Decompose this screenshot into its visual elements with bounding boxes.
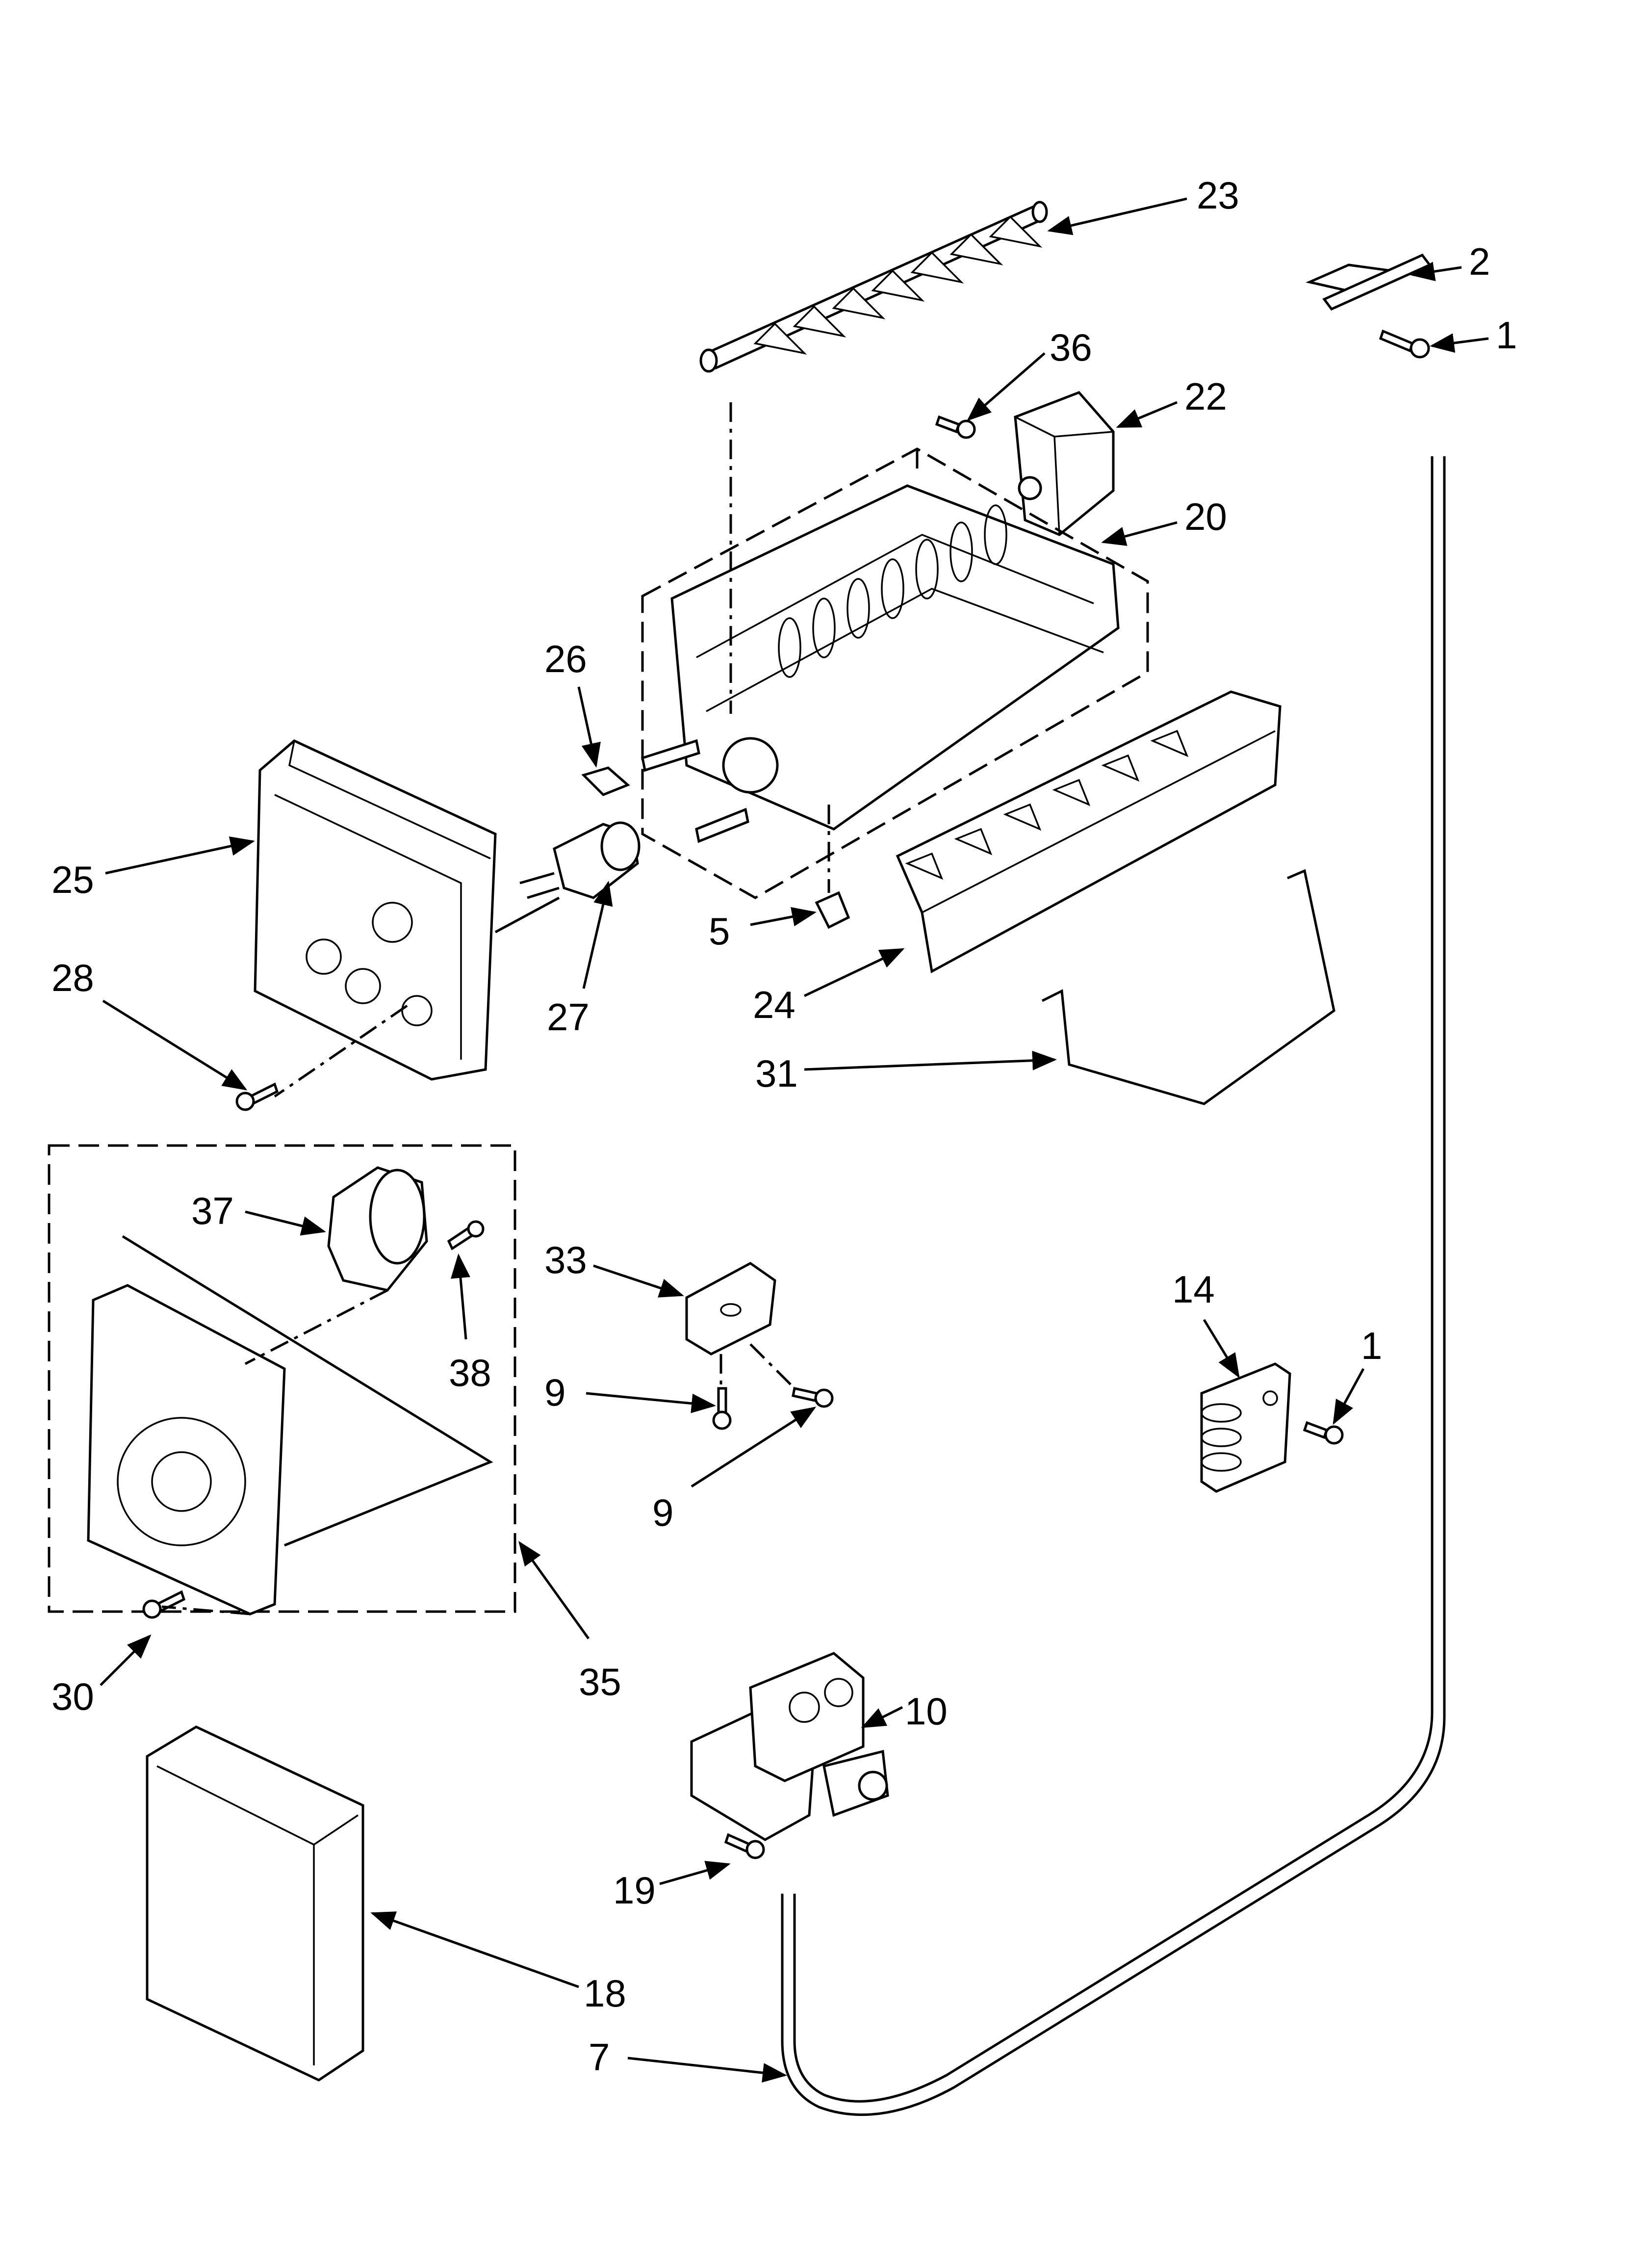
- screw-part: [447, 1220, 485, 1251]
- callout-22: 22: [1184, 375, 1227, 418]
- thermostat-part: [519, 821, 641, 899]
- module-part: [48, 1144, 516, 1616]
- callout-5: 5: [709, 910, 730, 953]
- callout-26: 26: [544, 637, 587, 680]
- callout-18: 18: [584, 1972, 626, 2015]
- callout-24: 24: [753, 983, 795, 1026]
- shutoff-arm-part: [1041, 869, 1335, 1105]
- fill-cup-part: [1014, 391, 1115, 536]
- callout-28: 28: [51, 956, 94, 999]
- screw-part: [935, 415, 976, 439]
- callout-31: 31: [755, 1052, 798, 1095]
- callout-37: 37: [191, 1189, 234, 1232]
- clip-part: [815, 891, 850, 929]
- callout-9-bottom: 9: [652, 1491, 673, 1534]
- callout-1-bottom: 1: [1361, 1324, 1382, 1367]
- callout-9-left: 9: [544, 1371, 565, 1414]
- screw-part: [792, 1387, 834, 1408]
- callout-14: 14: [1172, 1268, 1215, 1311]
- callout-25: 25: [51, 858, 94, 901]
- clip-part: [581, 766, 630, 796]
- callout-19: 19: [613, 1869, 656, 1912]
- cover-part: [685, 1262, 776, 1356]
- mounting-bracket-part: [1306, 253, 1432, 311]
- screw-part: [724, 1833, 765, 1859]
- callout-1-top: 1: [1496, 313, 1517, 357]
- callout-30: 30: [51, 1675, 94, 1718]
- clamp-part: [1200, 1362, 1291, 1493]
- callout-35: 35: [579, 1660, 621, 1703]
- callout-33: 33: [544, 1238, 587, 1281]
- callout-38: 38: [449, 1351, 491, 1394]
- water-tube-part: [781, 456, 1446, 2116]
- housing-part: [254, 739, 560, 1081]
- screw-part: [235, 1082, 279, 1111]
- screw-part: [712, 1387, 732, 1430]
- motor-part: [327, 1166, 428, 1292]
- callout-20: 20: [1184, 495, 1227, 538]
- callout-27: 27: [547, 995, 590, 1039]
- screw-part: [1379, 329, 1430, 359]
- screw-part: [1303, 1421, 1344, 1445]
- callout-36: 36: [1050, 326, 1092, 369]
- callout-7: 7: [589, 2035, 610, 2079]
- mold-assembly-part: [641, 447, 1149, 899]
- stripper-part: [896, 690, 1282, 973]
- callout-2: 2: [1469, 240, 1490, 283]
- callout-labels: 23 2 1 36 22 20 26 25 5 27 24 28 31 37 3…: [51, 174, 1517, 2079]
- water-valve-part: [690, 1652, 889, 1841]
- callout-10: 10: [905, 1690, 948, 1733]
- ejector-shaft-part: [699, 201, 1048, 373]
- leader-arrows: [100, 197, 1489, 2083]
- screw-part: [142, 1590, 186, 1619]
- insulation-block-part: [146, 1725, 364, 2082]
- callout-23: 23: [1197, 174, 1239, 217]
- assembly-guide-lines: [161, 402, 919, 1616]
